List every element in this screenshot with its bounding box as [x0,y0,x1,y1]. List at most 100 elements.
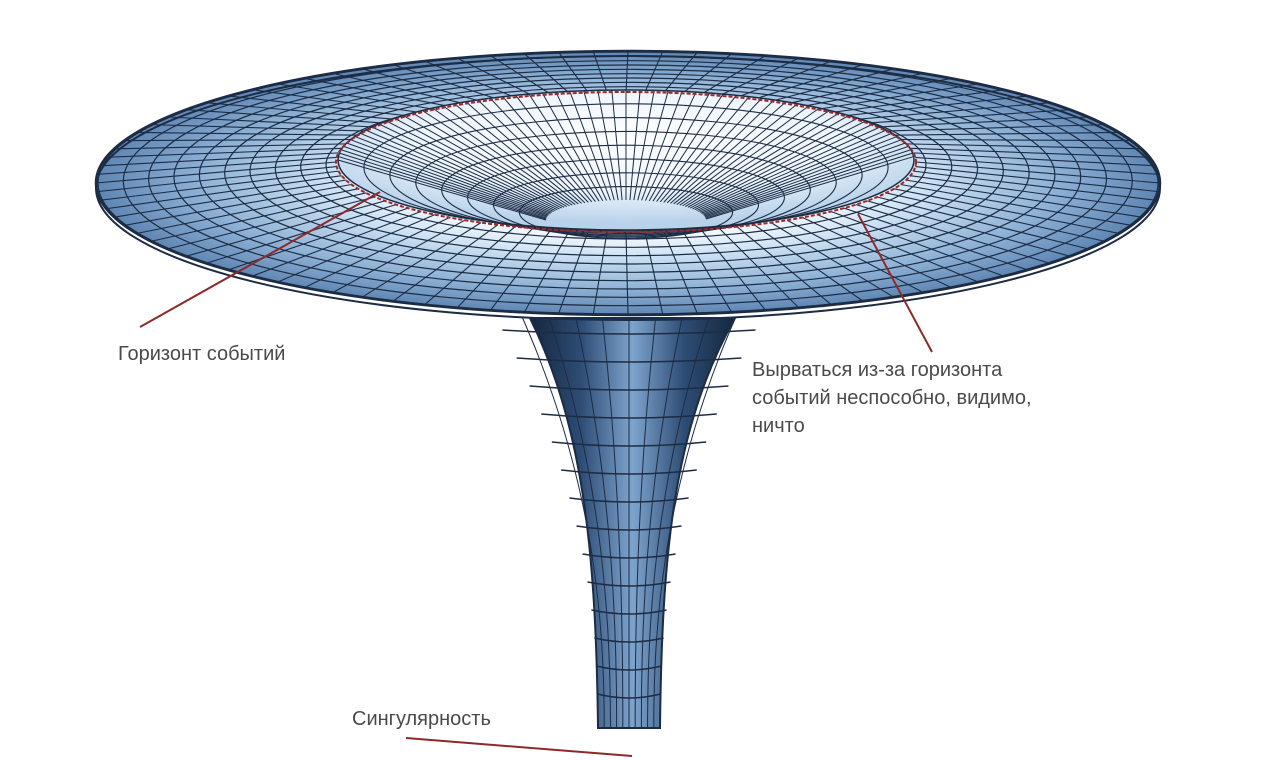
disk-spoke [456,227,534,309]
disk-spoke [114,179,346,218]
funnel-spoke [354,135,551,214]
funnel-spoke [422,110,570,207]
funnel-spoke [515,95,596,202]
disk-spoke [754,64,864,100]
disk-spoke [100,152,339,167]
disk-spoke [663,51,698,93]
disk-spoke [893,188,1120,235]
funnel-spoke [340,149,548,218]
funnel-spoke [641,91,683,201]
disk-spoke [843,95,1029,117]
disk-spoke [885,192,1106,242]
disk-spoke [150,124,366,132]
disk-spoke [900,183,1132,226]
funnel-spoke [694,123,874,211]
disk-spoke [392,224,499,302]
funnel-spoke [698,129,887,212]
disk-spoke [136,188,359,235]
disk-spoke [167,116,375,128]
funnel-spoke [350,139,550,215]
funnel-spoke [705,156,914,220]
escape-leader-line [857,213,933,353]
funnel-spoke [703,142,906,216]
funnel-grid-spokes [337,90,914,221]
throat-rib [640,317,683,728]
disk-spoke [877,196,1089,250]
disk-grid-spokes [95,50,1161,316]
disk-spoke [906,179,1142,218]
disk-spoke [361,68,482,102]
funnel-spoke [704,145,909,217]
funnel-spoke [663,97,763,203]
funnel-spoke [648,92,711,202]
disk-spoke [277,214,436,283]
throat-rib [522,317,605,728]
disk-spoke [886,124,1106,132]
disk-spoke [900,138,1132,142]
disk-spoke [753,224,864,302]
disk-spoke [644,231,664,315]
disk-spoke [558,51,589,93]
funnel-spoke [676,105,810,205]
funnel-spoke [337,159,547,221]
disk-spoke [682,230,733,313]
disk-spoke [150,192,367,242]
funnel-spoke [644,91,697,201]
funnel-spoke [597,90,619,201]
disk-spoke [910,175,1150,210]
disk-spoke [277,83,435,110]
disk-spoke [855,204,1051,264]
disk-spoke [700,55,766,95]
singularity-leader-line [405,737,633,757]
disk-spoke [893,131,1120,136]
funnel-spoke [652,93,724,202]
disk-spoke [124,138,352,142]
disk-spoke [913,152,1156,167]
disk-spoke [830,89,1005,114]
throat-rib [653,317,736,728]
disk-spoke [592,231,608,315]
disk-spoke [786,72,924,105]
funnel-spoke [679,107,820,206]
escape-caption: Вырваться из-за горизонта событий неспос… [752,359,1032,437]
event-horizon-leader-line [139,191,381,328]
disk-spoke [251,89,422,114]
disk-spoke [205,204,397,264]
funnel-spoke [666,99,775,204]
disk-spoke [490,55,552,95]
funnel-spoke [687,115,849,208]
disk-spoke [332,72,466,105]
disk-spoke [770,68,895,102]
funnel-spoke [673,103,798,205]
funnel-spoke [477,99,586,204]
disk-spoke [915,166,1159,193]
disk-spoke [136,131,359,136]
disk-spoke [251,210,422,277]
throat-rib [548,317,611,728]
funnel-spoke [378,123,558,211]
disk-spoke [816,214,979,283]
throat-tube [502,317,756,729]
disk-spoke [95,161,337,184]
disk-spoke [97,166,337,193]
funnel-spoke [690,117,858,209]
disk-spoke [682,53,733,94]
funnel-spoke [611,90,623,201]
throat-surface [528,317,737,729]
disk-spoke [770,222,895,298]
funnel-spoke [541,92,604,202]
throat-grid-ribs [522,317,736,728]
funnel-spoke [454,103,579,205]
disk-spoke [124,183,352,226]
funnel-spoke [685,112,840,207]
disk-spoke [718,57,800,97]
funnel-spoke [386,120,560,210]
disk-spoke [843,207,1029,271]
funnel-spoke [412,112,567,207]
disk-spoke [106,175,342,210]
disk-spoke [625,50,629,93]
disk-spoke [558,231,589,315]
funnel-spoke [502,96,593,203]
disk-spoke [910,147,1150,158]
